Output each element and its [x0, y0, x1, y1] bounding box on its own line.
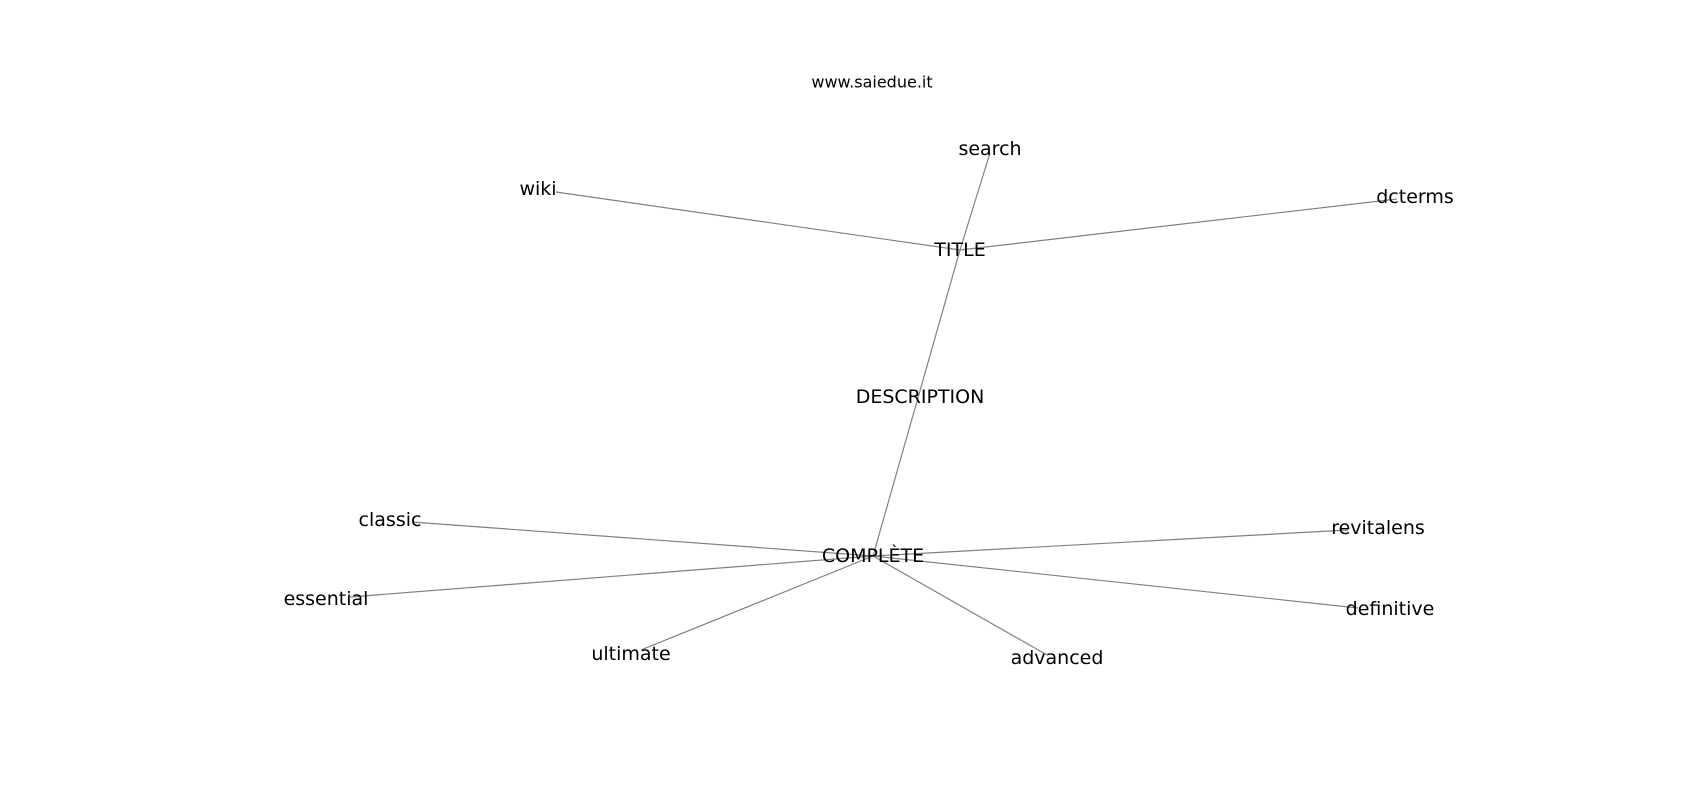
node-label-ultimate: ultimate [591, 643, 670, 665]
node-label-classic: classic [359, 509, 422, 531]
node-label-wiki: wiki [519, 178, 556, 200]
edge-title-wiki [555, 191, 961, 251]
edge-complete-advanced [872, 555, 1048, 656]
node-label-title: TITLE [933, 239, 985, 261]
edge-title-search [959, 152, 991, 251]
edge-complete-revitalens [872, 529, 1349, 557]
graph-nodes: TITLE DESCRIPTION COMPLÈTE search wiki dcterm… [284, 138, 1454, 669]
edge-complete-definitive [872, 555, 1359, 609]
graph-edges [349, 152, 1398, 656]
node-label-dcterms: dcterms [1376, 186, 1454, 208]
edge-title-complete [872, 249, 961, 557]
edge-complete-classic [411, 521, 874, 557]
node-label-search: search [958, 138, 1021, 160]
edge-title-dcterms [959, 198, 1398, 251]
node-label-advanced: advanced [1011, 647, 1104, 669]
edge-complete-essential [349, 555, 874, 598]
node-label-description: DESCRIPTION [856, 386, 985, 408]
node-label-definitive: definitive [1346, 598, 1435, 620]
node-label-complete: COMPLÈTE [822, 544, 924, 567]
edge-complete-ultimate [640, 555, 874, 651]
node-label-essential: essential [284, 588, 369, 610]
node-label-revitalens: revitalens [1331, 517, 1425, 539]
site-title: www.saiedue.it [811, 73, 932, 92]
